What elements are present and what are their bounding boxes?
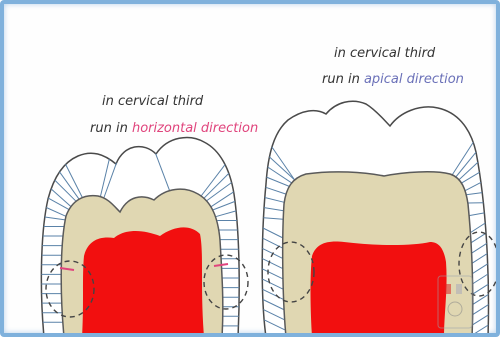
- left-caption-prefix: run in: [90, 121, 132, 136]
- left-caption-line2: run in horizontal direction: [90, 121, 258, 136]
- right-tooth: [262, 101, 499, 337]
- right-caption-line2: run in apical direction: [322, 72, 464, 87]
- tooth-enamel-diagram: in cervical third run in horizontal dire…: [4, 4, 500, 337]
- right-pulp: [311, 242, 447, 337]
- left-caption-highlight: horizontal direction: [132, 121, 258, 136]
- left-caption-line1: in cervical third: [102, 94, 204, 109]
- left-tooth: [41, 138, 248, 337]
- right-caption-line1: in cervical third: [334, 46, 436, 61]
- left-pulp: [82, 227, 204, 337]
- right-caption-prefix: run in: [322, 72, 364, 87]
- right-caption-highlight: apical direction: [364, 72, 464, 87]
